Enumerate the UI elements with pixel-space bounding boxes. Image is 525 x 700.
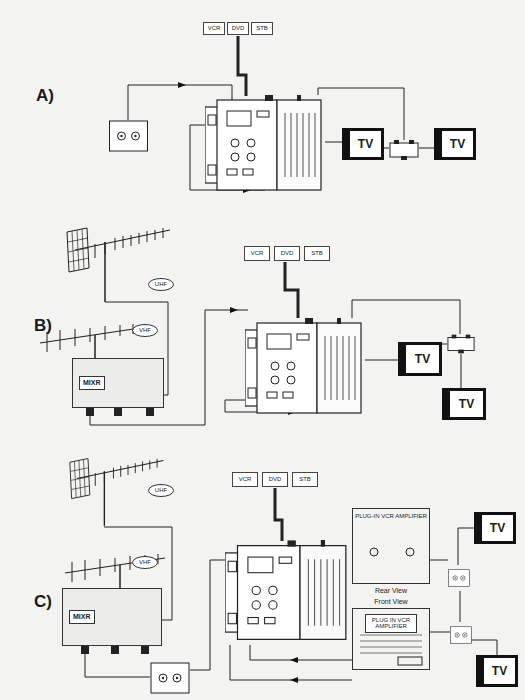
mixer-box: MIXR — [72, 358, 164, 408]
wire — [85, 654, 150, 677]
node-text: MIXR — [69, 610, 95, 623]
source-device: STB — [292, 472, 318, 487]
vhf-antenna — [65, 554, 165, 588]
node-text: TV — [490, 522, 505, 535]
node-text: TV — [450, 138, 465, 151]
source-device: DVD — [274, 246, 300, 261]
arrow-head — [290, 677, 298, 683]
wall-plate — [451, 627, 472, 644]
node-text: VCR — [251, 250, 264, 256]
source-device: STB — [304, 246, 330, 261]
tv-set: TV — [342, 128, 384, 160]
amplifier-box: Front ViewPLUG IN VCR AMPLIFIER — [352, 608, 430, 670]
source-device: VCR — [232, 472, 258, 487]
node-text: TV — [492, 665, 507, 678]
node-text: DVD — [232, 25, 245, 31]
av-cable — [285, 262, 298, 318]
section-label: A) — [36, 86, 54, 106]
node-text: VCR — [239, 476, 252, 482]
node-text: Front View — [353, 598, 429, 605]
band-callout: UHF — [148, 484, 174, 497]
oval-shape — [149, 279, 174, 291]
modulator — [225, 538, 346, 639]
arrow-head — [230, 307, 238, 313]
wall-plate — [449, 570, 470, 587]
wire — [458, 528, 474, 565]
node-text: Rear View — [353, 587, 429, 594]
av-cable — [238, 36, 246, 96]
node-text: DVD — [269, 476, 282, 482]
arrow-head — [290, 657, 298, 663]
band-callout: UHF — [148, 278, 174, 291]
band-callout: VHF — [132, 324, 158, 337]
source-device: VCR — [244, 246, 270, 261]
oval-shape — [133, 557, 158, 569]
node-text: STB — [256, 25, 268, 31]
wall-plate — [151, 663, 189, 693]
arrow-head — [178, 82, 186, 88]
node-text: TV — [459, 398, 474, 411]
amplifier-details — [360, 548, 422, 665]
oval-shape — [133, 325, 158, 337]
uhf-antenna — [67, 228, 170, 302]
wire — [250, 645, 352, 660]
tv-set: TV — [434, 128, 476, 160]
node-text: STB — [311, 250, 323, 256]
tv-set: TV — [398, 342, 442, 376]
wall-plate — [110, 121, 148, 151]
node-text: PLUG IN VCR AMPLIFIER — [365, 614, 417, 633]
source-device: VCR — [203, 22, 225, 35]
section-label: B) — [34, 316, 52, 336]
wire — [365, 360, 398, 361]
modulator — [245, 316, 361, 413]
node-text: UHF — [155, 281, 167, 287]
vhf-antenna — [40, 324, 140, 358]
wire — [190, 560, 228, 670]
node-text: VHF — [139, 327, 151, 333]
node-text: VCR — [208, 25, 221, 31]
node-text: UHF — [155, 487, 167, 493]
node-text: STB — [299, 476, 311, 482]
wire — [430, 560, 450, 632]
band-callout: VHF — [132, 556, 158, 569]
node-text: VHF — [139, 559, 151, 565]
node-text: TV — [358, 138, 373, 151]
av-cable — [275, 488, 282, 541]
tv-set: TV — [474, 512, 516, 544]
source-device: STB — [251, 22, 273, 35]
node-text: PLUG-IN VCR AMPLIFIER — [355, 513, 427, 519]
wire — [325, 142, 342, 143]
wire — [230, 645, 352, 680]
wire — [460, 591, 461, 622]
node-text: MIXR — [79, 376, 105, 389]
section-label: C) — [34, 592, 52, 612]
node-text: DVD — [281, 250, 294, 256]
oval-shape — [149, 485, 174, 497]
source-device: DVD — [227, 22, 249, 35]
splitter — [390, 140, 418, 160]
tv-set: TV — [476, 655, 518, 687]
modulator — [205, 93, 321, 190]
splitter — [448, 335, 474, 354]
mixer-box: MIXR — [62, 588, 162, 646]
source-device: DVD — [262, 472, 288, 487]
wire — [352, 300, 460, 334]
node-text: TV — [415, 353, 430, 366]
amplifier-box: PLUG-IN VCR AMPLIFIERRear View — [352, 508, 430, 584]
wire — [470, 640, 497, 655]
tv-set: TV — [442, 388, 486, 420]
